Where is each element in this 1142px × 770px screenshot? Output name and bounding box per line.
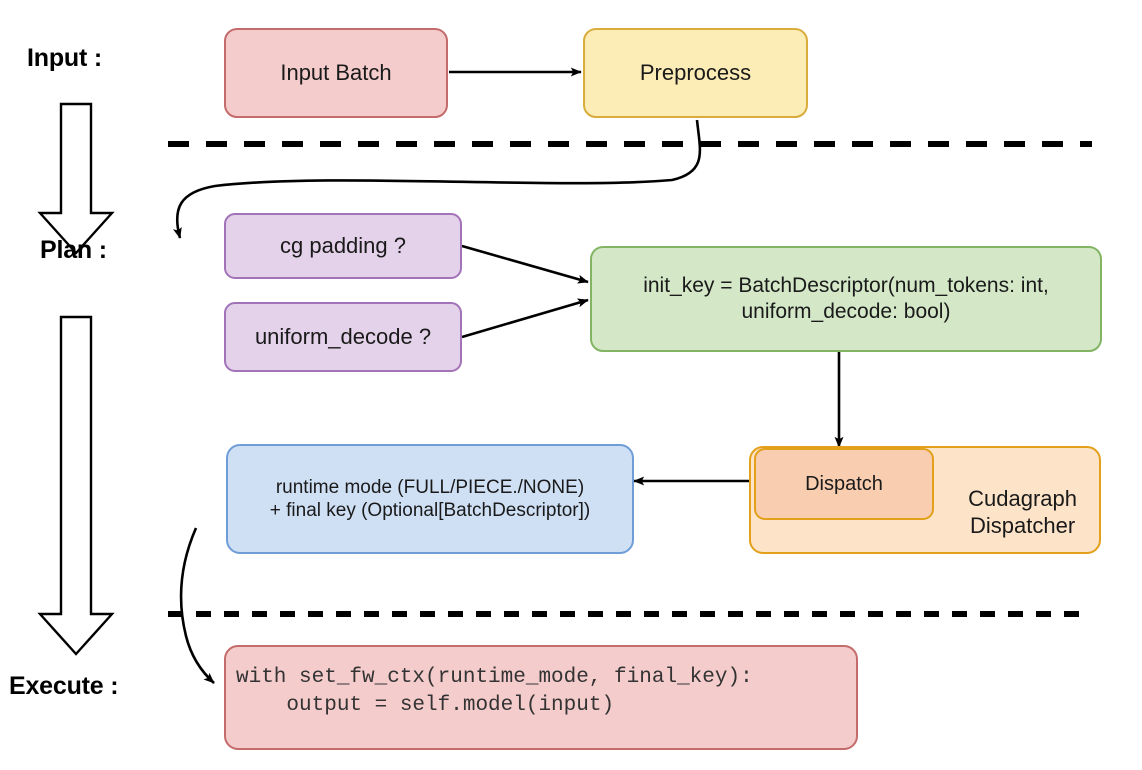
edge-preprocess-to-cg-padding — [173, 119, 702, 239]
node-init-key-label: init_key = BatchDescriptor(num_tokens: i… — [643, 274, 1049, 323]
input-to-plan-arrow — [37, 102, 115, 255]
stage-label-plan: Plan : — [40, 236, 107, 264]
node-preprocess[interactable]: Preprocess — [583, 28, 808, 118]
node-runtime-mode[interactable]: runtime mode (FULL/PIECE./NONE) + final … — [226, 444, 634, 554]
node-uniform-decode[interactable]: uniform_decode ? — [224, 302, 462, 372]
stage-label-input: Input : — [27, 44, 102, 72]
node-dispatch[interactable]: Dispatch — [754, 448, 934, 520]
node-cg-padding[interactable]: cg padding ? — [224, 213, 462, 279]
edge-runtime-mode-to-code — [179, 527, 215, 684]
edge-cg-padding-to-init-key — [461, 244, 589, 284]
node-execute-code[interactable]: with set_fw_ctx(runtime_mode, final_key)… — [224, 645, 858, 750]
node-execute-code-label: with set_fw_ctx(runtime_mode, final_key)… — [236, 666, 753, 718]
plan-to-execute-arrow — [37, 315, 115, 656]
node-preprocess-label: Preprocess — [639, 59, 752, 85]
node-cudagraph-dispatcher-label: Cudagraph Dispatcher — [968, 486, 1077, 538]
stage-label-execute: Execute : — [9, 672, 119, 700]
node-input-batch[interactable]: Input Batch — [224, 28, 448, 118]
node-cg-padding-label: cg padding ? — [280, 232, 406, 258]
edge-uniform-decode-to-init-key — [461, 298, 589, 339]
node-dispatch-label: Dispatch — [805, 472, 883, 495]
node-init-key[interactable]: init_key = BatchDescriptor(num_tokens: i… — [590, 246, 1102, 352]
node-uniform-decode-label: uniform_decode ? — [254, 323, 432, 349]
node-input-batch-label: Input Batch — [280, 59, 392, 85]
node-runtime-mode-label: runtime mode (FULL/PIECE./NONE) + final … — [269, 476, 591, 521]
